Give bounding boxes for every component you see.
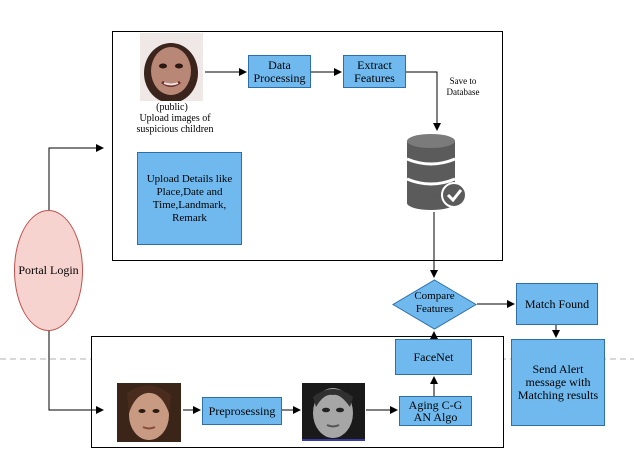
face-photo xyxy=(117,383,181,442)
grayscale-face-photo xyxy=(302,383,365,441)
upload-details-label: Upload Details like Place,Date and Time,… xyxy=(146,172,233,224)
portal-login-label: Portal Login xyxy=(18,263,79,277)
child-face-photo xyxy=(140,33,203,101)
upload-details-box[interactable]: Upload Details like Place,Date and Time,… xyxy=(137,152,242,245)
data-processing-label: Data Processing xyxy=(253,57,306,85)
extract-features-box[interactable]: Extract Features xyxy=(343,55,406,88)
extract-features-label: Extract Features xyxy=(354,57,395,85)
aging-algo-label: Aging C-G AN Algo xyxy=(408,398,463,424)
facenet-label: FaceNet xyxy=(413,349,454,364)
upload-images-label: Upload images of suspicious children xyxy=(136,113,214,135)
preprocessing-label: Preprosessing xyxy=(208,403,276,418)
database-check-icon xyxy=(405,133,469,211)
compare-features-diamond[interactable]: Compare Features xyxy=(392,279,477,330)
data-processing-box[interactable]: Data Processing xyxy=(248,55,311,88)
aging-algo-box[interactable]: Aging C-G AN Algo xyxy=(399,396,472,426)
compare-features-label: Compare Features xyxy=(414,290,455,315)
match-found-box[interactable]: Match Found xyxy=(516,283,598,325)
match-found-label: Match Found xyxy=(524,296,590,311)
public-label: (public) xyxy=(156,102,188,113)
facenet-box[interactable]: FaceNet xyxy=(395,339,472,375)
save-to-database-label: Save to Database xyxy=(446,76,480,97)
portal-login-node[interactable]: Portal Login xyxy=(14,210,83,331)
send-alert-label: Send Alert message with Matching results xyxy=(517,362,599,402)
send-alert-box[interactable]: Send Alert message with Matching results xyxy=(511,339,605,426)
preprocessing-box[interactable]: Preprosessing xyxy=(202,397,282,425)
